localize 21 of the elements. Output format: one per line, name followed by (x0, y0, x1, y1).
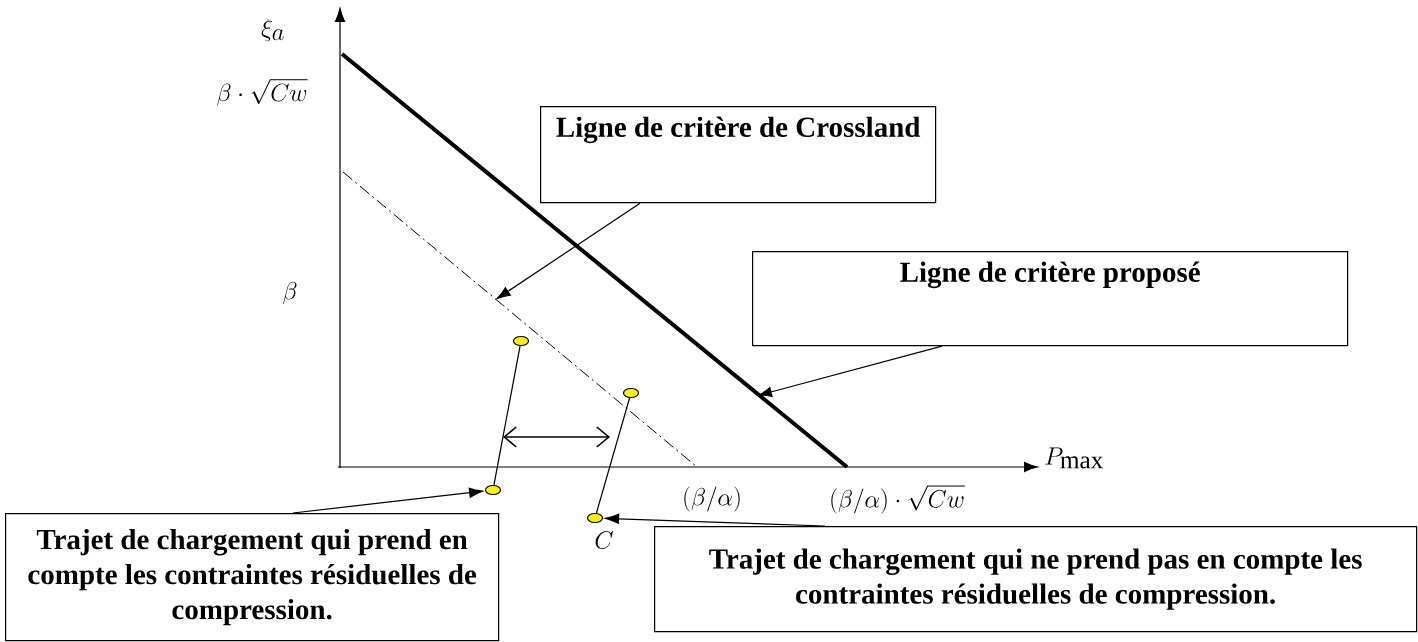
path-line (493, 345, 521, 486)
path-line (595, 397, 631, 514)
axis-label: $P_{\max}$ (1045, 447, 1103, 469)
axis-label: $(\beta/\alpha)\cdot\sqrt{Cw}$ (831, 485, 965, 514)
arrow (292, 487, 483, 514)
text-box: Ligne de critère proposé (752, 251, 1349, 347)
axis-label: $C$ (595, 531, 613, 549)
point-marker (512, 335, 530, 347)
axis-label: $\xi_a$ (261, 18, 284, 42)
point-marker (586, 512, 604, 524)
text-box: Trajet de chargement qui ne prend pas en compte les contraintes résiduelles de compression. (654, 526, 1418, 633)
text-box: Trajet de chargement qui prend en compte les contraintes résiduelles de compression. (5, 513, 500, 642)
axis-label: $\beta\cdot\sqrt{Cw}$ (217, 79, 308, 106)
arrow (496, 202, 641, 300)
point-marker (484, 484, 502, 496)
axis-label: $(\beta/\alpha)$ (684, 486, 740, 512)
point-marker (622, 387, 640, 399)
arrow (605, 513, 826, 527)
text-box: Ligne de critère de Crossland (540, 106, 937, 204)
axis-label: $\beta$ (283, 281, 297, 305)
arrow (758, 345, 943, 397)
